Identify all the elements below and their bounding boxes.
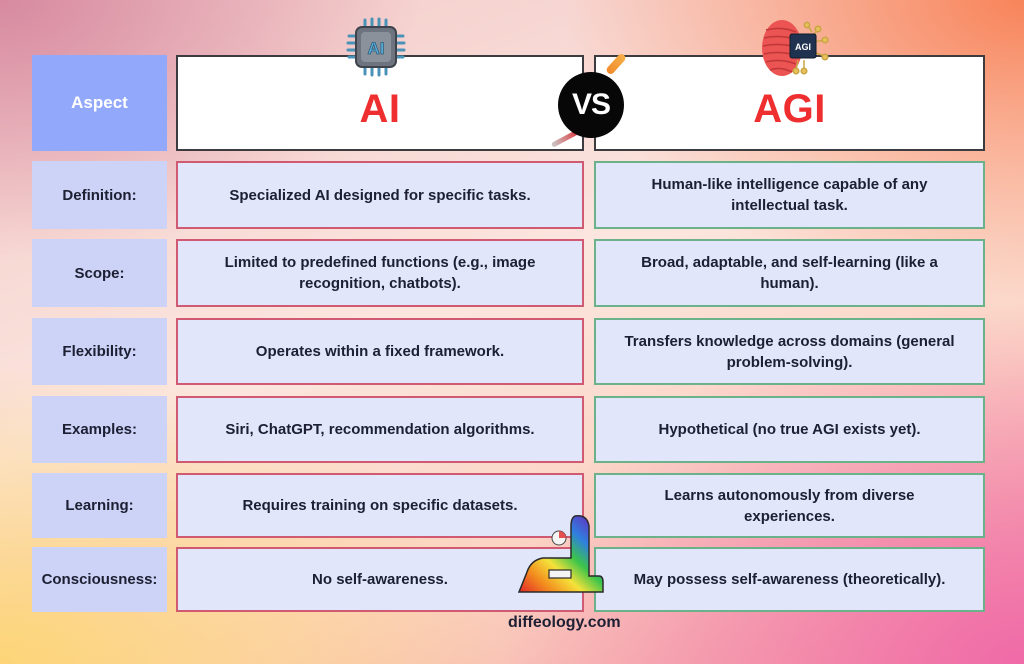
- row-label-text: Examples:: [61, 421, 138, 438]
- row-label-definition: Definition:: [32, 161, 167, 229]
- agi-cell-examples: Hypothetical (no true AGI exists yet).: [594, 396, 985, 463]
- aspect-header-label: Aspect: [71, 93, 128, 112]
- row-label-examples: Examples:: [32, 396, 167, 463]
- ai-cell-text: Operates within a fixed framework.: [255, 343, 505, 360]
- ai-cell-consciousness: No self-awareness.: [176, 547, 584, 612]
- row-label-text: Flexibility:: [62, 343, 137, 360]
- brain-chip-icon: AGI: [762, 20, 829, 76]
- site-url: diffeology.com: [508, 614, 621, 631]
- row-label-text: Learning:: [65, 497, 134, 514]
- vs-label: VS: [571, 88, 611, 121]
- agi-cell-text: May possess self-awareness (theoreticall…: [633, 571, 946, 588]
- agi-cell-text: Human-like intelligence capable of any i…: [651, 176, 928, 214]
- svg-text:AI: AI: [368, 39, 385, 58]
- ai-cell-examples: Siri, ChatGPT, recommendation algorithms…: [176, 396, 584, 463]
- row-label-text: Definition:: [62, 186, 137, 204]
- ai-cell-text: Specialized AI designed for specific tas…: [229, 186, 531, 204]
- agi-cell-text: Broad, adaptable, and self-learning (lik…: [641, 254, 938, 292]
- svg-text:AGI: AGI: [795, 42, 811, 52]
- agi-title: AGI: [753, 86, 826, 131]
- row-label-consciousness: Consciousness:: [32, 547, 167, 612]
- agi-cell-scope: Broad, adaptable, and self-learning (lik…: [594, 239, 985, 307]
- ai-cell-text: Requires training on specific datasets.: [242, 497, 518, 514]
- ai-cell-scope: Limited to predefined functions (e.g., i…: [176, 239, 584, 307]
- row-label-text: Consciousness:: [41, 571, 158, 588]
- agi-cell-definition: Human-like intelligence capable of any i…: [594, 161, 985, 229]
- ai-cell-text: Siri, ChatGPT, recommendation algorithms…: [225, 421, 535, 438]
- ai-chip-icon: AI: [346, 17, 406, 77]
- agi-cell-text: Transfers knowledge across domains (gene…: [624, 332, 955, 371]
- aspect-header: Aspect: [32, 55, 167, 151]
- agi-cell-flexibility: Transfers knowledge across domains (gene…: [594, 318, 985, 385]
- diffeology-logo-icon: [517, 514, 604, 593]
- ai-cell-text: Limited to predefined functions (e.g., i…: [224, 254, 536, 292]
- row-label-flexibility: Flexibility:: [32, 318, 167, 385]
- row-label-text: Scope:: [74, 264, 125, 282]
- ai-cell-definition: Specialized AI designed for specific tas…: [176, 161, 584, 229]
- vs-badge: VS: [558, 72, 624, 138]
- agi-cell-learning: Learns autonomously from diverse experie…: [594, 473, 985, 538]
- agi-cell-text: Learns autonomously from diverse experie…: [664, 486, 915, 525]
- row-label-scope: Scope:: [32, 239, 167, 307]
- row-label-learning: Learning:: [32, 473, 167, 538]
- agi-cell-consciousness: May possess self-awareness (theoreticall…: [594, 547, 985, 612]
- ai-title: AI: [359, 86, 401, 131]
- ai-cell-flexibility: Operates within a fixed framework.: [176, 318, 584, 385]
- agi-cell-text: Hypothetical (no true AGI exists yet).: [658, 421, 921, 438]
- ai-cell-learning: Requires training on specific datasets.: [176, 473, 584, 538]
- ai-cell-text: No self-awareness.: [312, 571, 448, 588]
